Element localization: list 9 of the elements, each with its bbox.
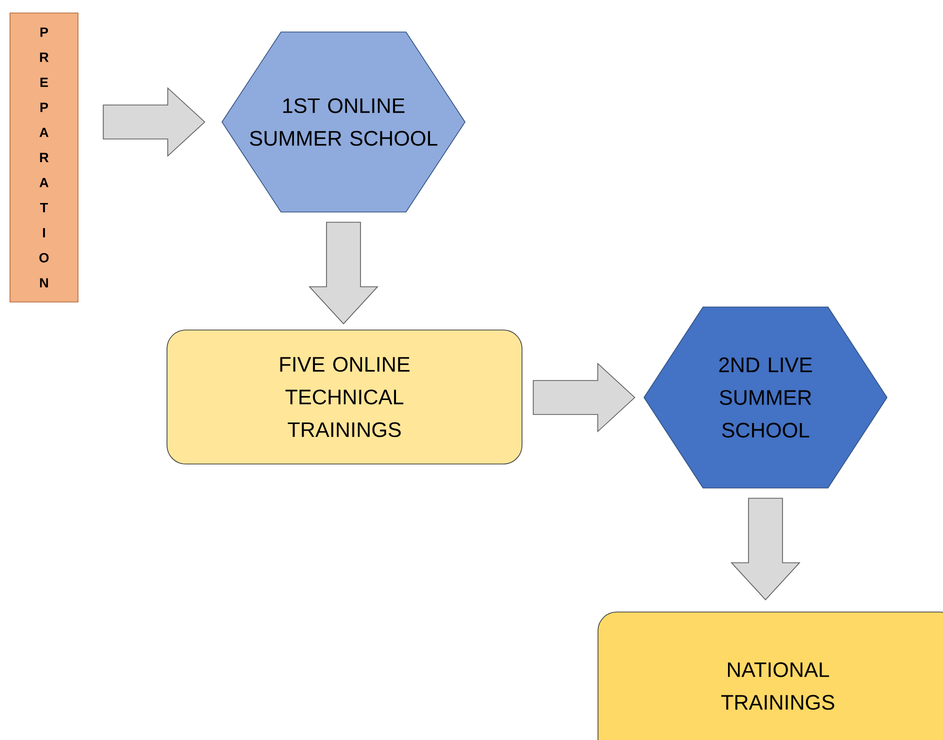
process-box: FIVE ONLINE TECHNICAL TRAININGS <box>166 330 522 464</box>
stage-box: P R E P A R A T I O N <box>10 12 78 302</box>
process-box: NATIONAL TRAININGS <box>598 612 943 740</box>
block-arrow <box>730 498 800 600</box>
hexagon: 1ST ONLINE SUMMER SCHOOL <box>222 32 466 212</box>
hexagon: 2ND LIVE SUMMER SCHOOL <box>644 306 888 488</box>
block-arrow <box>532 362 636 432</box>
block-arrow <box>102 87 206 157</box>
block-arrow <box>308 222 378 324</box>
